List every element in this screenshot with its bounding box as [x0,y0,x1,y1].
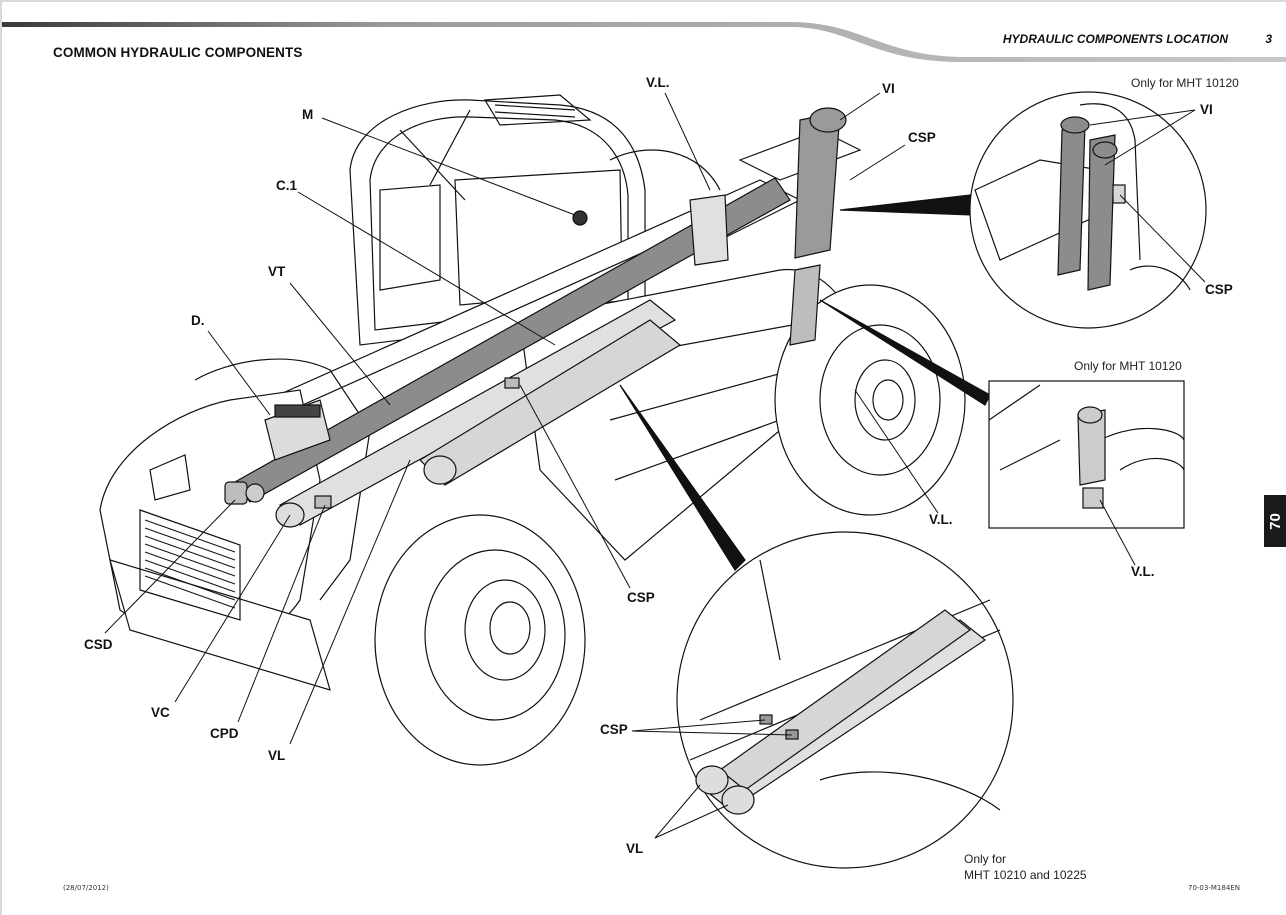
rear-axle-cylinders [572,107,847,346]
chapter-tab[interactable]: 70 [1264,495,1286,547]
note-inset3-line2: MHT 10210 and 10225 [964,868,1087,882]
note-inset3-line1: Only for [964,852,1007,866]
callout-vl-top: V.L. [646,75,670,90]
distributor-block [264,399,331,461]
inset-circle-top [969,91,1207,329]
callout-vi-top: VI [882,81,895,96]
callout-inset3-vl: VL [626,841,644,856]
telescopic-cylinder [224,177,791,505]
callout-inset3-csp: CSP [600,722,628,737]
zoom-wedge-1 [839,194,973,216]
callout-inset2-vl: V.L. [1131,564,1155,579]
callout-c1: C.1 [276,178,298,193]
callout-vc: VC [151,705,170,720]
page-top-edge [0,0,1286,2]
footer-doc-code: 70-03-M184EN [1188,884,1240,892]
footer-date: (28/07/2012) [63,884,109,892]
callout-vt: VT [268,264,286,279]
lift-cylinders [275,299,682,528]
section-title: COMMON HYDRAULIC COMPONENTS [53,45,303,60]
callout-vl-right: V.L. [929,512,953,527]
note-inset1: Only for MHT 10120 [1131,76,1239,90]
inset-circle-bottom [676,531,1014,869]
page-left-edge [0,0,2,915]
leader-lines [104,92,1206,839]
callout-cpd: CPD [210,726,239,741]
callout-csd: CSD [84,637,113,652]
zoom-wedge-3 [619,384,746,571]
callout-vl-main: VL [268,748,286,763]
page-number: 3 [1265,32,1272,46]
callout-d: D. [191,313,205,328]
inset-rect-right [988,380,1185,529]
front-wheel [374,514,586,766]
zoom-wedge-2 [819,299,991,406]
callout-inset1-csp: CSP [1205,282,1233,297]
running-head: HYDRAULIC COMPONENTS LOCATION [1002,32,1228,46]
callout-m: M [302,107,314,122]
callout-csp-main: CSP [627,590,655,605]
rear-mudguard [609,149,721,191]
rear-wheel [774,284,966,516]
note-inset2: Only for MHT 10120 [1074,359,1182,373]
callout-inset1-vi: VI [1200,102,1213,117]
front-frame [99,358,371,691]
header-swoosh [2,22,1286,62]
callout-csp-top: CSP [908,130,936,145]
